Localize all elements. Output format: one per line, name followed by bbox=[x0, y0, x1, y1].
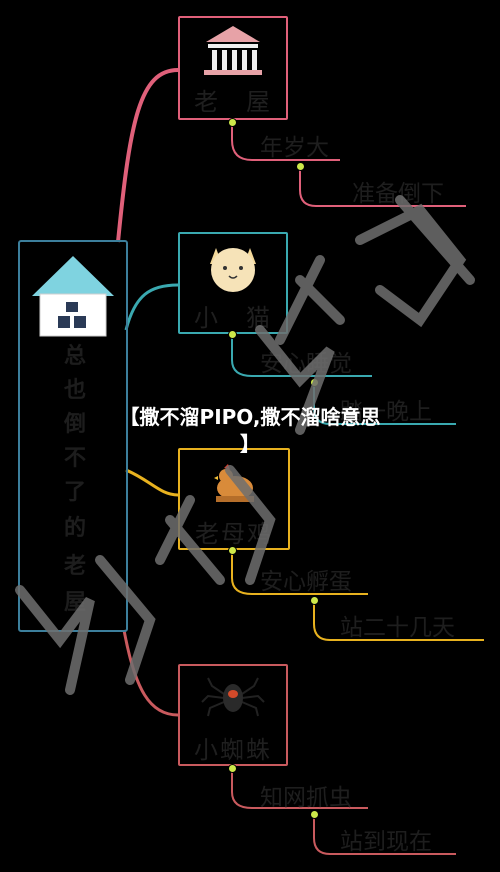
branch-laomuji bbox=[125, 468, 179, 497]
leaf-xiaomao-1: 安心睡觉 bbox=[260, 351, 352, 377]
banner-line-2: 】 bbox=[240, 432, 260, 456]
root-char-6: 的 bbox=[63, 516, 86, 541]
root-char-5: 了 bbox=[63, 480, 86, 505]
temple-icon bbox=[204, 26, 262, 75]
node-zhizhu: 小蜘蛛 bbox=[178, 664, 288, 766]
title-banner: 【撒不溜PIPO,撒不溜啥意思 】 bbox=[70, 404, 430, 458]
leaf-laowu-1-dot bbox=[296, 162, 305, 171]
cat-icon bbox=[210, 248, 256, 292]
leaf-laomuji-2: 站二十几天 bbox=[340, 615, 455, 641]
node-laowu-label: 老 屋 bbox=[194, 88, 272, 116]
leaf-zhizhu-1-dot bbox=[310, 810, 319, 819]
leaf-laomuji-1: 安心孵蛋 bbox=[260, 569, 352, 595]
branch-zhizhu bbox=[122, 629, 179, 717]
node-laowu-dot bbox=[228, 118, 237, 127]
house-icon bbox=[32, 256, 114, 337]
leaf-xiaomao-1-dot bbox=[310, 378, 319, 387]
node-xiaomao-dot bbox=[228, 330, 237, 339]
root-char-3: 倒 bbox=[63, 412, 86, 437]
root-char-1: 总 bbox=[63, 344, 86, 369]
leaf-xiaomao-2: 踏一晚上 bbox=[340, 399, 432, 425]
leaf-laowu-2: 准备倒下 bbox=[352, 181, 444, 207]
node-xiaomao: 小 猫 bbox=[178, 232, 288, 334]
spider-icon bbox=[201, 677, 265, 717]
branch-laowu bbox=[116, 68, 179, 243]
node-laowu: 老 屋 bbox=[178, 16, 288, 120]
leaf-zhizhu-2: 站到现在 bbox=[340, 829, 432, 855]
leaf-laomuji-1-dot bbox=[310, 596, 319, 605]
hen-icon bbox=[214, 464, 254, 502]
branch-xiaomao bbox=[124, 283, 179, 331]
banner-line-1: 【撒不溜PIPO,撒不溜啥意思 bbox=[119, 405, 381, 429]
node-laomuji-dot bbox=[228, 546, 237, 555]
root-char-4: 不 bbox=[63, 446, 86, 471]
root-char-7: 老 bbox=[63, 554, 86, 579]
root-char-2: 也 bbox=[63, 378, 86, 403]
node-laomuji: 老母鸡 bbox=[178, 448, 290, 550]
leaf-laowu-1: 年岁大 bbox=[260, 135, 329, 161]
node-zhizhu-label: 小蜘蛛 bbox=[194, 736, 272, 764]
node-zhizhu-dot bbox=[228, 764, 237, 773]
node-laomuji-label: 老母鸡 bbox=[195, 520, 273, 548]
leaf-zhizhu-1: 知网抓虫 bbox=[260, 785, 352, 811]
node-xiaomao-label: 小 猫 bbox=[194, 304, 272, 332]
root-char-8: 屋 bbox=[63, 590, 86, 615]
